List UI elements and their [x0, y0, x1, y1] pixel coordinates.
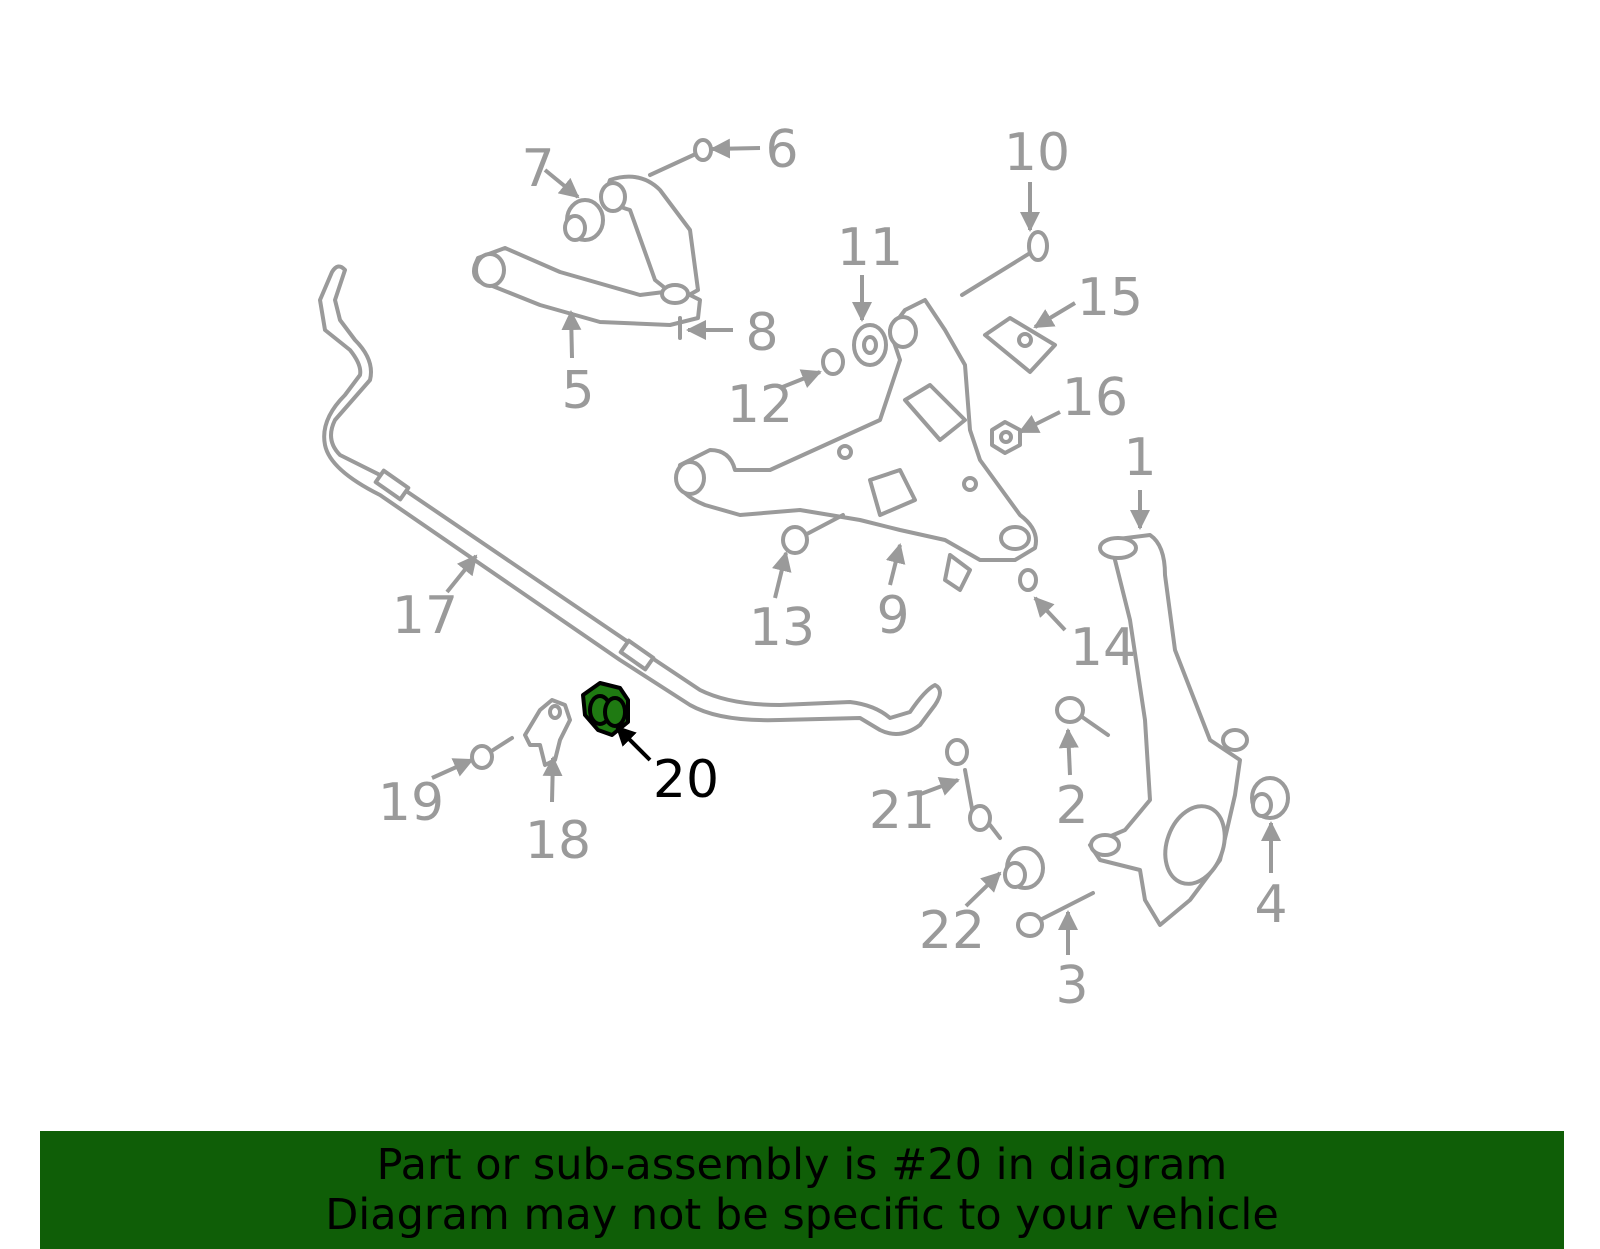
callout-13: 13	[749, 598, 815, 658]
stabilizer-link	[945, 738, 1002, 840]
callout-8: 8	[745, 303, 778, 363]
banner-line-disclaimer: Diagram may not be specific to your vehi…	[325, 1190, 1279, 1240]
callout-2: 2	[1055, 776, 1088, 836]
bushing-22	[1003, 846, 1045, 890]
bolt-19	[470, 736, 514, 770]
callout-22: 22	[919, 901, 985, 961]
parts-diagram: 1 2 3 4 5 6 7 8 9 10 11 12 13 14 15 16 1…	[318, 120, 1290, 1016]
bolt-6	[648, 138, 713, 177]
nut-4	[1250, 776, 1290, 820]
bushing-7	[563, 198, 605, 242]
callout-16: 16	[1062, 368, 1128, 428]
bolt-2	[1055, 696, 1110, 737]
callout-19: 19	[378, 773, 444, 833]
nut-16	[990, 420, 1022, 455]
callout-6: 6	[765, 120, 798, 180]
callout-14: 14	[1070, 618, 1136, 678]
callout-9: 9	[876, 586, 909, 646]
callout-labels: 1 2 3 4 5 6 7 8 9 10 11 12 13 14 15 16 1…	[378, 120, 1288, 1016]
bolt-13	[781, 513, 845, 555]
washer-11	[852, 323, 888, 367]
stabilizer-bar	[318, 264, 942, 736]
callout-18: 18	[525, 811, 591, 871]
callout-12: 12	[727, 375, 793, 435]
callout-3: 3	[1055, 956, 1088, 1016]
steering-knuckle	[1088, 533, 1249, 927]
upper-control-arm	[472, 174, 702, 340]
callout-21: 21	[869, 781, 935, 841]
callout-7: 7	[521, 139, 554, 199]
bolt-10	[960, 230, 1049, 297]
callout-5: 5	[561, 361, 594, 421]
callout-20: 20	[653, 750, 719, 810]
info-banner: Part or sub-assembly is #20 in diagram D…	[40, 1131, 1564, 1249]
stabilizer-bushing-20-highlighted[interactable]	[581, 681, 630, 737]
callout-11: 11	[837, 218, 903, 278]
callout-15: 15	[1077, 268, 1143, 328]
ball-joint-14	[1018, 568, 1038, 592]
nut-12	[821, 348, 845, 376]
banner-line-part-number: Part or sub-assembly is #20 in diagram	[376, 1140, 1228, 1190]
lower-control-arm	[674, 298, 1038, 592]
callout-17: 17	[392, 586, 458, 646]
bolt-3	[1016, 891, 1095, 938]
cover-15	[983, 316, 1057, 374]
bracket-18	[523, 698, 572, 767]
leader-arrows	[431, 138, 1281, 955]
callout-4: 4	[1254, 875, 1287, 935]
callout-10: 10	[1004, 123, 1070, 183]
callout-1: 1	[1123, 428, 1156, 488]
